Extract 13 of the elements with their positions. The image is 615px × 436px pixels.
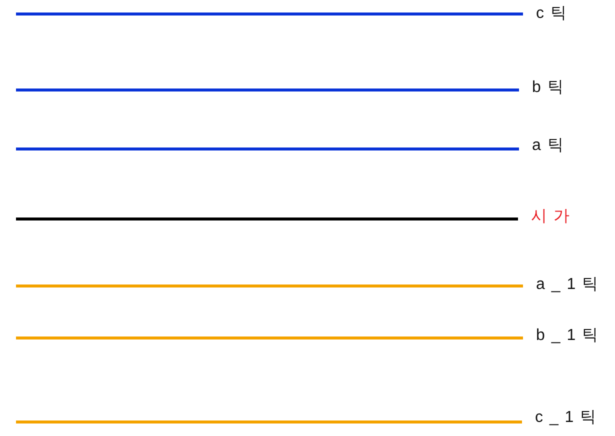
level-label: b _ 1 틱 [536, 327, 600, 345]
level-label: 시 가 [531, 208, 570, 226]
level-line [16, 88, 519, 92]
level-label: c _ 1 틱 [535, 409, 598, 427]
level-label: c 틱 [536, 5, 568, 23]
level-label: a _ 1 틱 [536, 276, 600, 294]
level-line [16, 336, 523, 340]
level-line [16, 12, 523, 16]
level-line [16, 148, 519, 150]
level-label: b 틱 [532, 79, 564, 97]
level-label: a 틱 [532, 137, 564, 155]
level-line [16, 218, 518, 220]
level-line [16, 420, 522, 424]
